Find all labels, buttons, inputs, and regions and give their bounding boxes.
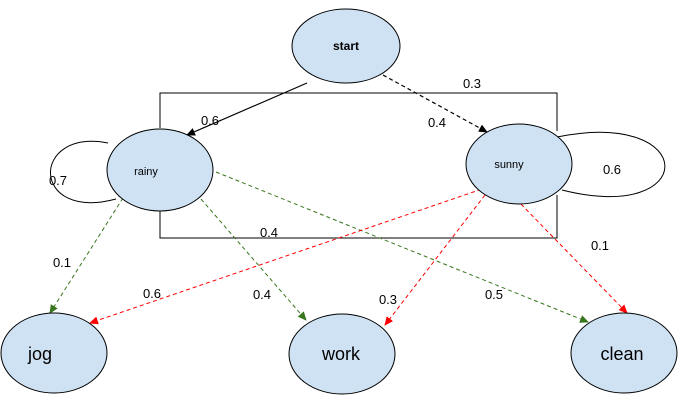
edge-label-sunny-jog: 0.6: [143, 286, 161, 301]
edge-label-rainy-self: 0.7: [49, 173, 67, 188]
node-start-label: start: [333, 39, 359, 53]
node-sunny-label: sunny: [494, 159, 524, 171]
edge-rainy-self-loop: [50, 140, 117, 204]
edge-label-rainy-clean: 0.5: [485, 287, 503, 302]
node-rainy-label: rainy: [134, 166, 158, 178]
edge-start-rainy: [186, 82, 308, 136]
edge-sunny-self-loop: [556, 131, 666, 198]
edge-label-sunny-self: 0.6: [603, 162, 621, 177]
edge-sunny-rainy-line: [159, 195, 558, 239]
node-clean: clean: [570, 312, 678, 394]
edge-label-sunny-work: 0.3: [379, 292, 397, 307]
edge-label-start-sunny: 0.4: [428, 115, 446, 130]
edge-label-rainy-work: 0.4: [253, 287, 271, 302]
edge-label-rainy-jog: 0.1: [53, 255, 71, 270]
edge-rainy-sunny-line: [159, 92, 558, 131]
node-work-label: work: [321, 344, 361, 364]
edge-label-sunny-rainy: 0.4: [260, 225, 278, 240]
node-sunny: sunny: [465, 123, 573, 205]
edge-rainy-clean: [215, 171, 589, 323]
edge-sunny-clean: [515, 198, 628, 314]
node-jog: jog: [0, 312, 108, 394]
edge-rainy-jog: [49, 197, 124, 314]
node-start: start: [291, 8, 401, 84]
node-jog-label: jog: [27, 344, 52, 364]
edge-sunny-work: [384, 194, 486, 326]
edge-start-sunny: [382, 74, 488, 133]
node-rainy: rainy: [106, 128, 214, 212]
node-work: work: [288, 313, 396, 395]
edge-label-start-rainy: 0.6: [201, 113, 219, 128]
node-clean-label: clean: [600, 344, 643, 364]
edge-label-rainy-sunny: 0.3: [463, 76, 481, 91]
edge-sunny-jog: [89, 186, 489, 325]
edge-label-sunny-clean: 0.1: [591, 238, 609, 253]
edge-rainy-work: [200, 198, 307, 321]
